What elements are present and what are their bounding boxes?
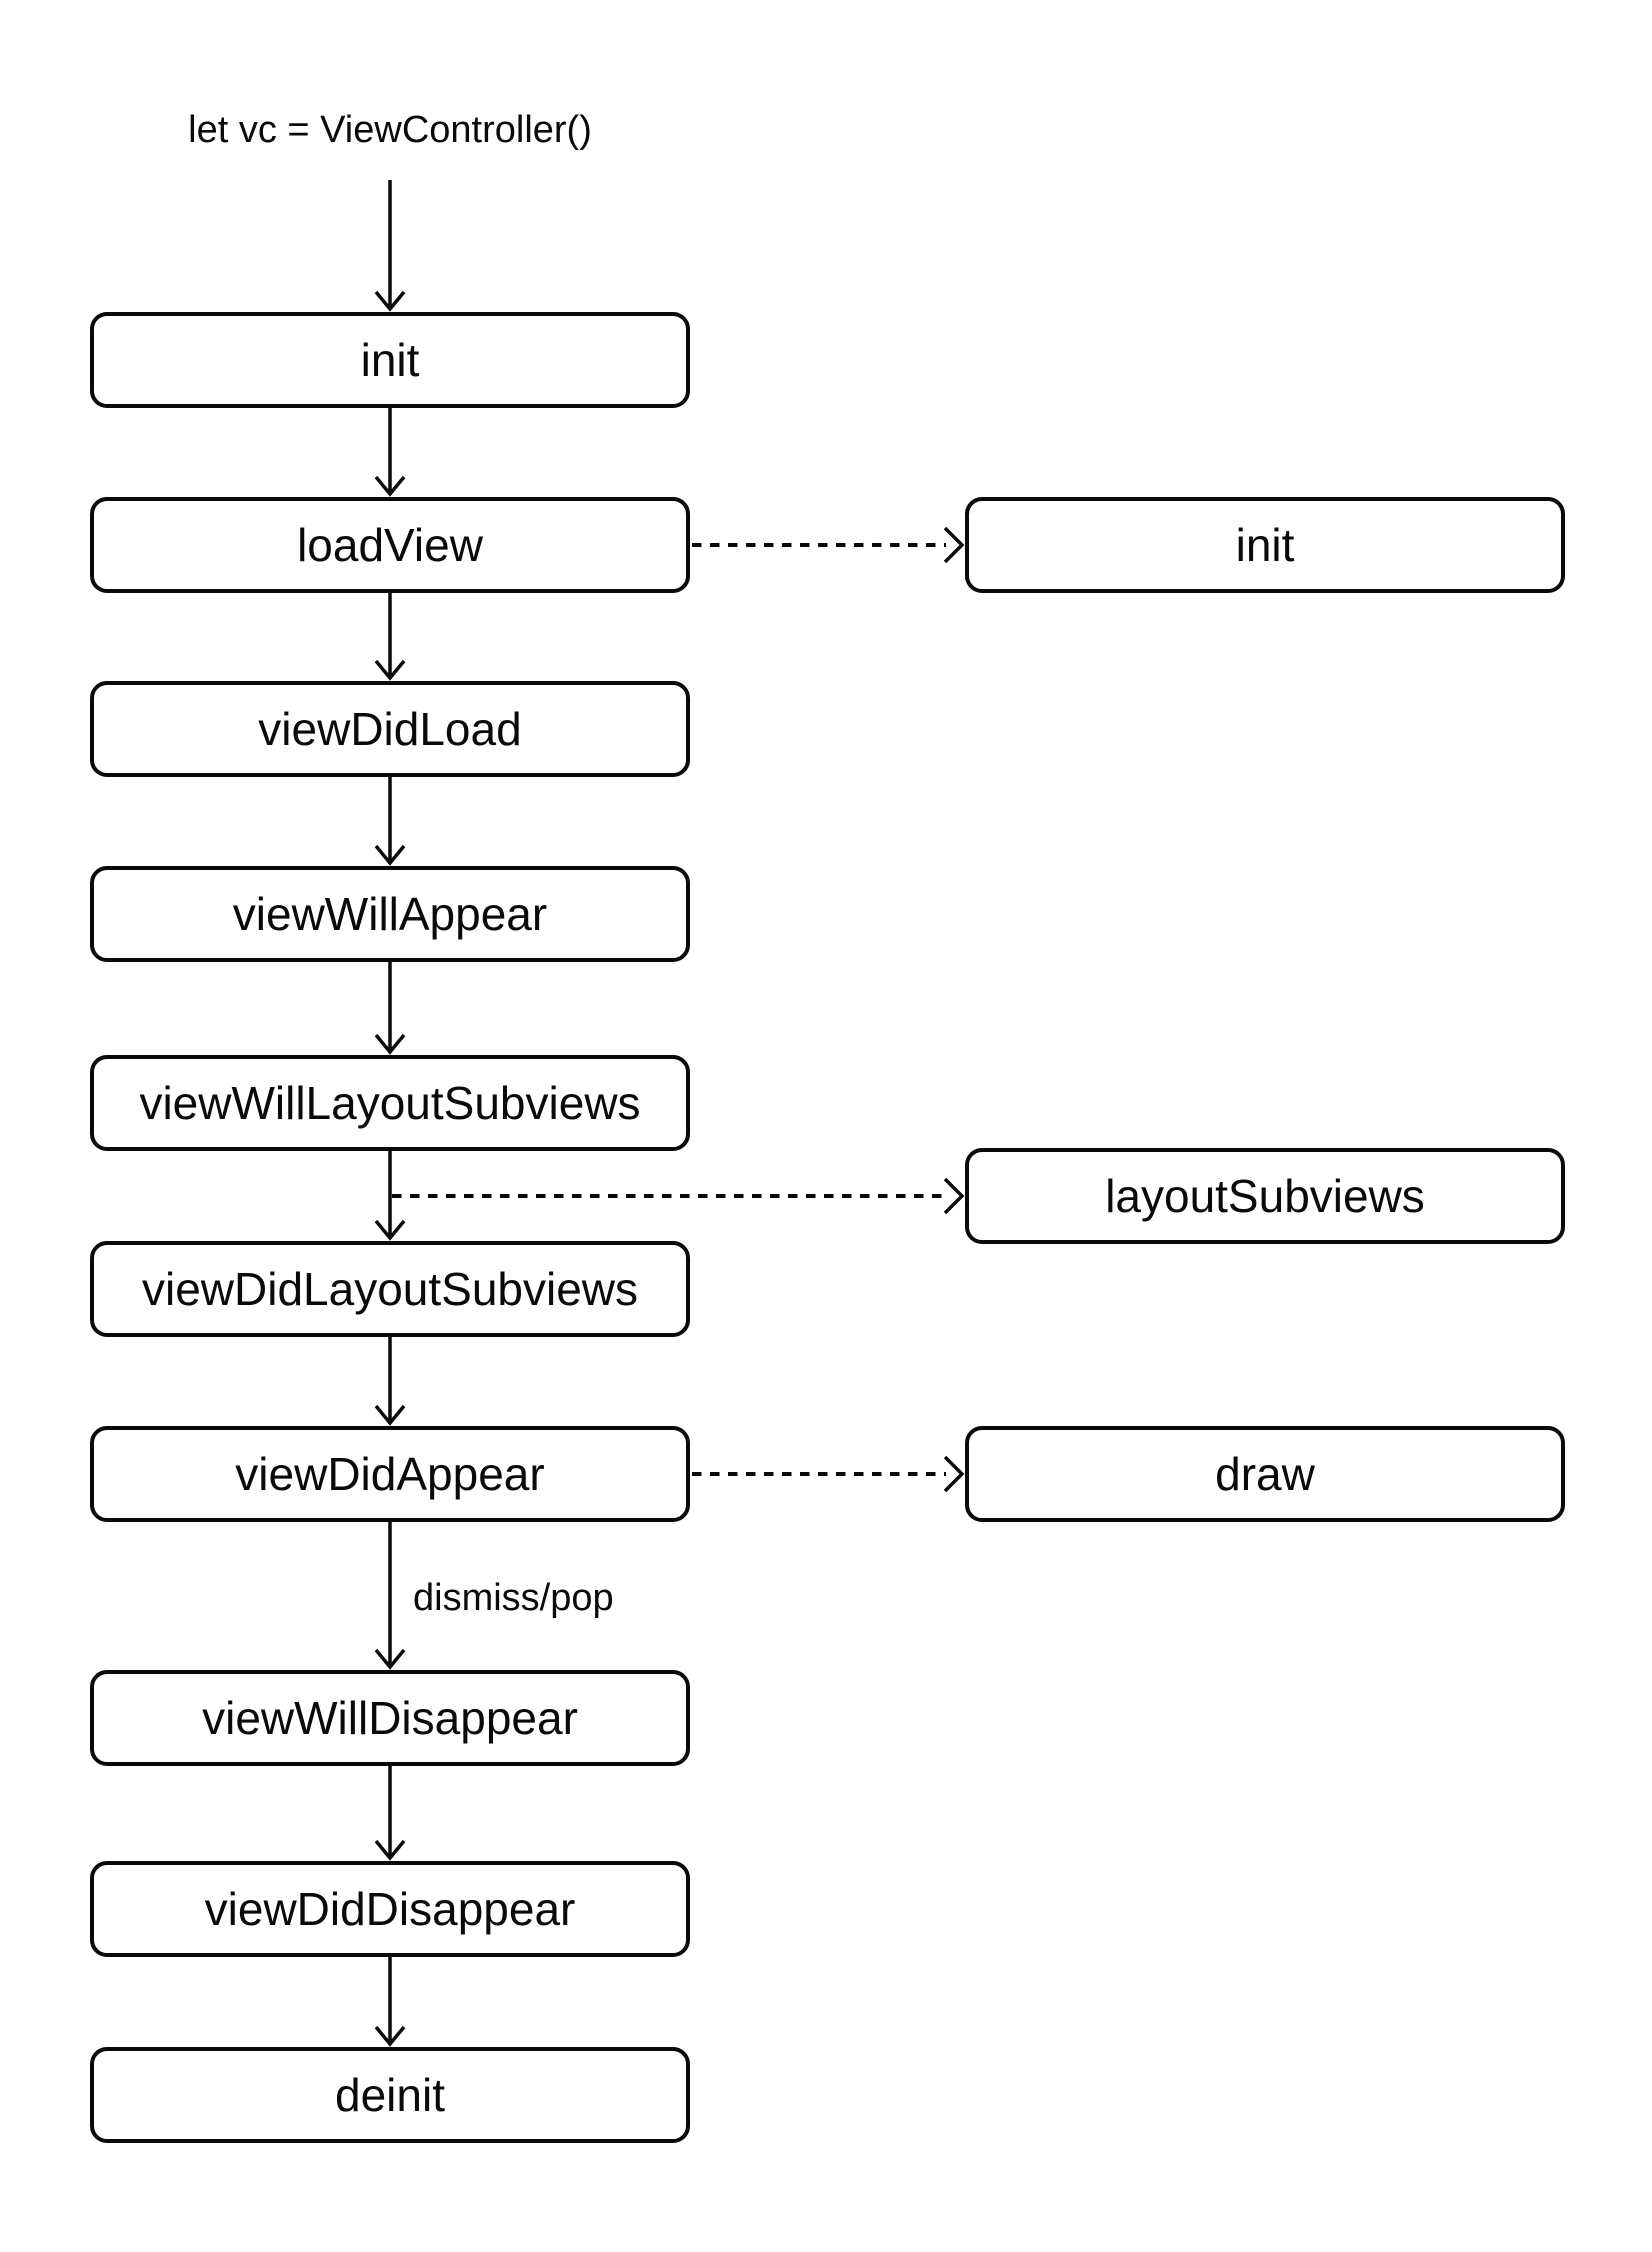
dashed-arrow-connector-to-layoutsubviews xyxy=(392,1177,965,1215)
dashed-arrow-loadview-to-view-init xyxy=(692,526,965,564)
node-viewdidlayoutsubviews: viewDidLayoutSubviews xyxy=(90,1241,690,1337)
node-viewdidappear: viewDidAppear xyxy=(90,1426,690,1522)
arrow-init-to-loadview xyxy=(374,408,406,497)
arrow-viewwilldisappear-to-viewdiddisappear xyxy=(374,1766,406,1861)
arrow-viewdiddisappear-to-deinit xyxy=(374,1957,406,2047)
node-viewwilldisappear: viewWillDisappear xyxy=(90,1670,690,1766)
node-layoutsubviews: layoutSubviews xyxy=(965,1148,1565,1244)
arrow-loadview-to-viewdidload xyxy=(374,593,406,681)
node-view-init: init xyxy=(965,497,1565,593)
node-viewwillappear: viewWillAppear xyxy=(90,866,690,962)
node-loadview: loadView xyxy=(90,497,690,593)
node-viewwilllayoutsubviews: viewWillLayoutSubviews xyxy=(90,1055,690,1151)
node-deinit: deinit xyxy=(90,2047,690,2143)
node-viewdidload: viewDidLoad xyxy=(90,681,690,777)
arrow-viewwillappear-to-viewwilllayoutsubviews xyxy=(374,962,406,1055)
edge-label-dismiss-pop: dismiss/pop xyxy=(413,1577,614,1619)
node-init: init xyxy=(90,312,690,408)
arrow-codelabel-to-init xyxy=(374,180,406,312)
arrow-viewdidlayoutsubviews-to-viewdidappear xyxy=(374,1337,406,1426)
arrow-viewdidappear-to-viewwilldisappear xyxy=(374,1522,406,1670)
dashed-arrow-viewdidappear-to-draw xyxy=(692,1455,965,1493)
node-draw: draw xyxy=(965,1426,1565,1522)
code-label: let vc = ViewController() xyxy=(188,109,592,151)
node-viewdiddisappear: viewDidDisappear xyxy=(90,1861,690,1957)
arrow-viewwilllayoutsubviews-to-viewdidlayoutsubviews xyxy=(374,1151,406,1241)
arrow-viewdidload-to-viewwillappear xyxy=(374,777,406,866)
